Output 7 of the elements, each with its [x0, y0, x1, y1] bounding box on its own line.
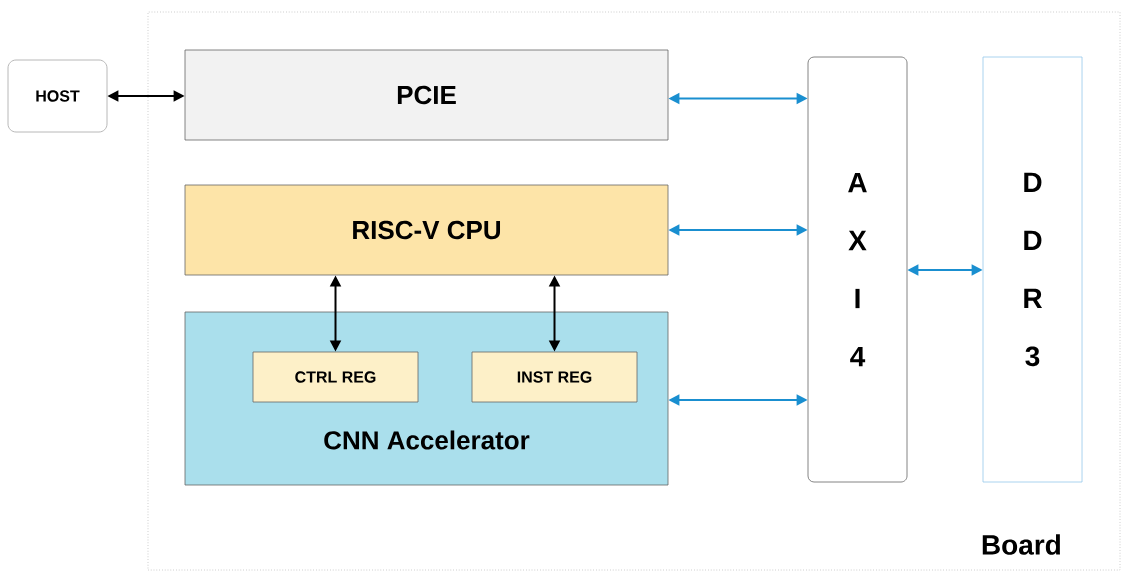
memory-box: D D R 3 — [982, 56, 1083, 483]
pcie-box: PCIE — [184, 49, 669, 141]
cpu-box: RISC-V CPU — [184, 184, 669, 276]
register-box: INST REG — [471, 351, 638, 403]
host-box: HOST — [7, 59, 108, 133]
register-box: CTRL REG — [252, 351, 419, 403]
bus-box: A X I 4 — [807, 56, 908, 483]
